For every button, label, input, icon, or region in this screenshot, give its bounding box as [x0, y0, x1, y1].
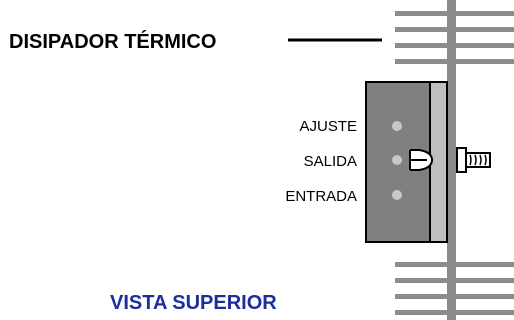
pin-label-salida: SALIDA	[304, 153, 357, 170]
heatsink-base	[447, 0, 456, 320]
pin-label-entrada: ENTRADA	[285, 188, 357, 205]
view-label: VISTA SUPERIOR	[110, 292, 277, 314]
heatsink-label: DISIPADOR TÉRMICO	[9, 30, 216, 53]
pin-dot-ajuste	[392, 121, 402, 131]
pin-label-ajuste: AJUSTE	[299, 118, 357, 135]
pin-dot-entrada	[392, 190, 402, 200]
pin-dot-salida	[392, 155, 402, 165]
mounting-bolt	[456, 147, 491, 173]
mounting-nut	[409, 149, 434, 171]
